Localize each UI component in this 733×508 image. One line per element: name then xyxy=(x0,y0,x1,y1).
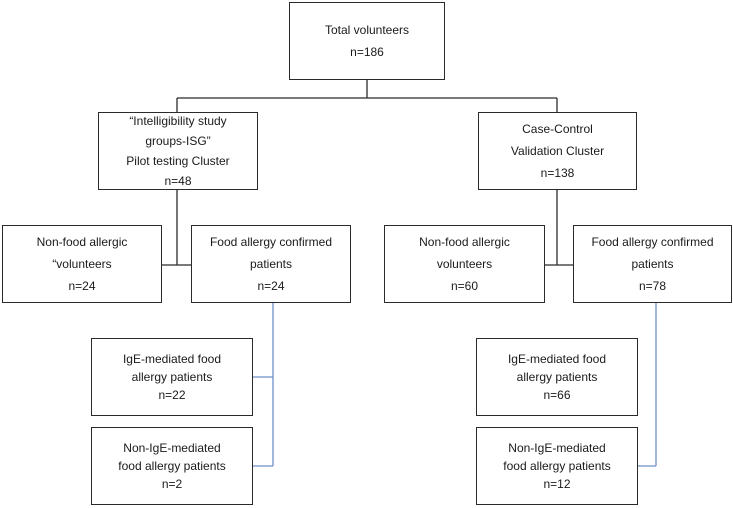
right-non-ige-count: n=12 xyxy=(543,477,571,491)
total-to-clusters-connector xyxy=(176,80,558,112)
left-non-food-count: n=24 xyxy=(68,279,96,293)
right-allergy-subtype-connector xyxy=(638,303,657,467)
right-ige-line-2: allergy patients xyxy=(516,370,598,384)
left-non-food-allergic-box: Non-food allergic “volunteers n=24 xyxy=(2,225,162,303)
left-non-ige-line-1: Non-IgE-mediated xyxy=(123,441,221,455)
left-non-ige-line-2: food allergy patients xyxy=(118,459,226,473)
right-non-food-line-1: Non-food allergic xyxy=(419,235,510,249)
right-food-allergy-line-1: Food allergy confirmed xyxy=(591,235,714,249)
right-food-allergy-box: Food allergy confirmed patients n=78 xyxy=(573,225,732,303)
left-food-allergy-line-1: Food allergy confirmed xyxy=(209,235,333,249)
right-food-allergy-count: n=78 xyxy=(638,279,667,293)
left-food-allergy-count: n=24 xyxy=(257,279,285,293)
isg-count: n=48 xyxy=(164,174,192,188)
cc-line-2: Validation Cluster xyxy=(510,144,605,158)
right-non-ige-line-2: food allergy patients xyxy=(503,459,611,473)
right-food-allergy-line-2: patients xyxy=(631,257,674,271)
right-ige-mediated-box: IgE-mediated food allergy patients n=66 xyxy=(476,338,638,416)
left-non-food-line-1: Non-food allergic xyxy=(36,235,128,249)
cc-count: n=138 xyxy=(540,166,575,180)
total-title: Total volunteers xyxy=(324,23,410,37)
total-count: n=186 xyxy=(350,45,384,59)
right-non-food-line-2: volunteers xyxy=(436,257,493,271)
left-food-allergy-box: Food allergy confirmed patients n=24 xyxy=(191,225,351,303)
case-control-cluster-box: Case-Control Validation Cluster n=138 xyxy=(478,112,637,190)
right-ige-count: n=66 xyxy=(543,388,571,402)
isg-line-2: groups-ISG” xyxy=(145,134,211,148)
left-non-food-line-2: “volunteers xyxy=(52,257,112,271)
right-non-food-allergic-box: Non-food allergic volunteers n=60 xyxy=(384,225,545,303)
isg-line-1: “Intelligibility study xyxy=(129,114,227,128)
left-ige-count: n=22 xyxy=(158,388,186,402)
left-non-ige-mediated-box: Non-IgE-mediated food allergy patients n… xyxy=(91,427,253,505)
isg-to-groups-connector xyxy=(162,190,191,266)
right-non-ige-mediated-box: Non-IgE-mediated food allergy patients n… xyxy=(476,427,638,505)
total-volunteers-box: Total volunteers n=186 xyxy=(289,2,445,80)
cc-line-1: Case-Control xyxy=(522,122,593,136)
left-allergy-subtype-connector xyxy=(253,303,274,467)
right-ige-line-1: IgE-mediated food xyxy=(507,352,607,366)
right-non-food-count: n=60 xyxy=(450,279,479,293)
cc-to-groups-connector xyxy=(545,190,573,266)
isg-line-3: Pilot testing Cluster xyxy=(126,154,230,168)
left-food-allergy-line-2: patients xyxy=(249,257,293,271)
isg-pilot-cluster-box: “Intelligibility study groups-ISG” Pilot… xyxy=(98,112,258,190)
right-non-ige-line-1: Non-IgE-mediated xyxy=(508,441,606,455)
left-non-ige-count: n=2 xyxy=(161,477,183,491)
left-ige-mediated-box: IgE-mediated food allergy patients n=22 xyxy=(91,338,253,416)
left-ige-line-2: allergy patients xyxy=(131,370,213,384)
left-ige-line-1: IgE-mediated food xyxy=(122,352,222,366)
